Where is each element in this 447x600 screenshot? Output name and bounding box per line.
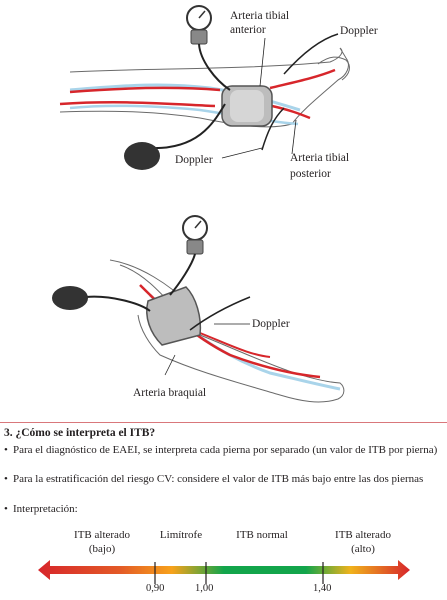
label-tibial-anterior-2: anterior xyxy=(230,24,266,36)
foot-outline xyxy=(317,56,350,81)
bullet-marker: • xyxy=(4,444,8,456)
tick-label-100: 1,00 xyxy=(195,583,214,594)
arm-bulb-tube xyxy=(85,295,151,312)
label-doppler-top-left: Doppler xyxy=(175,154,213,166)
bullet-text: Interpretación: xyxy=(13,503,78,515)
arm-inflation-bulb xyxy=(52,286,88,310)
bullet-diagnosis: • Para el diagnóstico de EAEI, se interpr… xyxy=(4,443,440,457)
doppler-probe-bottom xyxy=(261,107,285,151)
label-tibial-anterior-1: Arteria tibial xyxy=(230,10,290,22)
zone-low: ITB alterado (bajo) xyxy=(62,528,142,556)
zone-normal: ITB normal xyxy=(222,528,302,542)
inflation-bulb xyxy=(124,142,160,170)
leg-outline xyxy=(59,47,349,128)
tick-label-090: 0,90 xyxy=(146,583,165,594)
bulb-tube xyxy=(149,103,226,150)
zone-borderline: Limítrofe xyxy=(146,528,216,542)
itb-scale-bar xyxy=(38,560,410,584)
bullet-text: Para la estratificación del riesgo CV: c… xyxy=(13,473,424,485)
zone-low-line1: ITB alterado xyxy=(74,529,130,541)
zone-borderline-line1: Limítrofe xyxy=(159,529,203,541)
scale-arrow xyxy=(38,560,410,580)
artery-red-2 xyxy=(59,101,216,108)
artery-red-4 xyxy=(271,104,311,120)
bullet-marker: • xyxy=(4,473,8,485)
bullet-risk: • Para la estratificación del riesgo CV: … xyxy=(4,472,440,486)
artery-red-1 xyxy=(69,86,221,94)
label-tibial-posterior-1: Arteria tibial xyxy=(290,152,350,164)
arm-doppler-probe xyxy=(189,296,251,331)
artery-red-3 xyxy=(269,68,336,90)
arm-artery-red-2 xyxy=(199,332,271,358)
section-title: 3. ¿Cómo se interpreta el ITB? xyxy=(4,427,156,439)
arm-measurement-illustration xyxy=(52,215,345,403)
bullet-marker: • xyxy=(4,503,8,515)
vein-blue-1 xyxy=(69,83,301,112)
label-doppler-bottom: Doppler xyxy=(252,318,290,330)
tick-label-140: 1,40 xyxy=(313,583,332,594)
zone-high-line2: (alto) xyxy=(351,543,375,555)
doppler-probe-top xyxy=(283,33,339,75)
label-arteria-braquial: Arteria braquial xyxy=(133,387,207,399)
arm-cuff xyxy=(146,286,202,346)
gauge-tube xyxy=(198,43,231,91)
bullet-text: Para el diagnóstico de EAEI, se interpre… xyxy=(13,444,438,456)
label-doppler-top-right: Doppler xyxy=(340,25,378,37)
zone-high: ITB alterado (alto) xyxy=(323,528,403,556)
section-divider xyxy=(0,422,447,423)
label-tibial-posterior-2: posterior xyxy=(290,168,331,180)
zone-normal-line1: ITB normal xyxy=(236,529,288,541)
bullet-interpretation: • Interpretación: xyxy=(4,502,440,516)
zone-low-line2: (bajo) xyxy=(88,543,116,555)
ankle-measurement-illustration xyxy=(59,5,350,170)
arm-gauge-tube xyxy=(169,253,196,296)
zone-high-line1: ITB alterado xyxy=(335,529,391,541)
